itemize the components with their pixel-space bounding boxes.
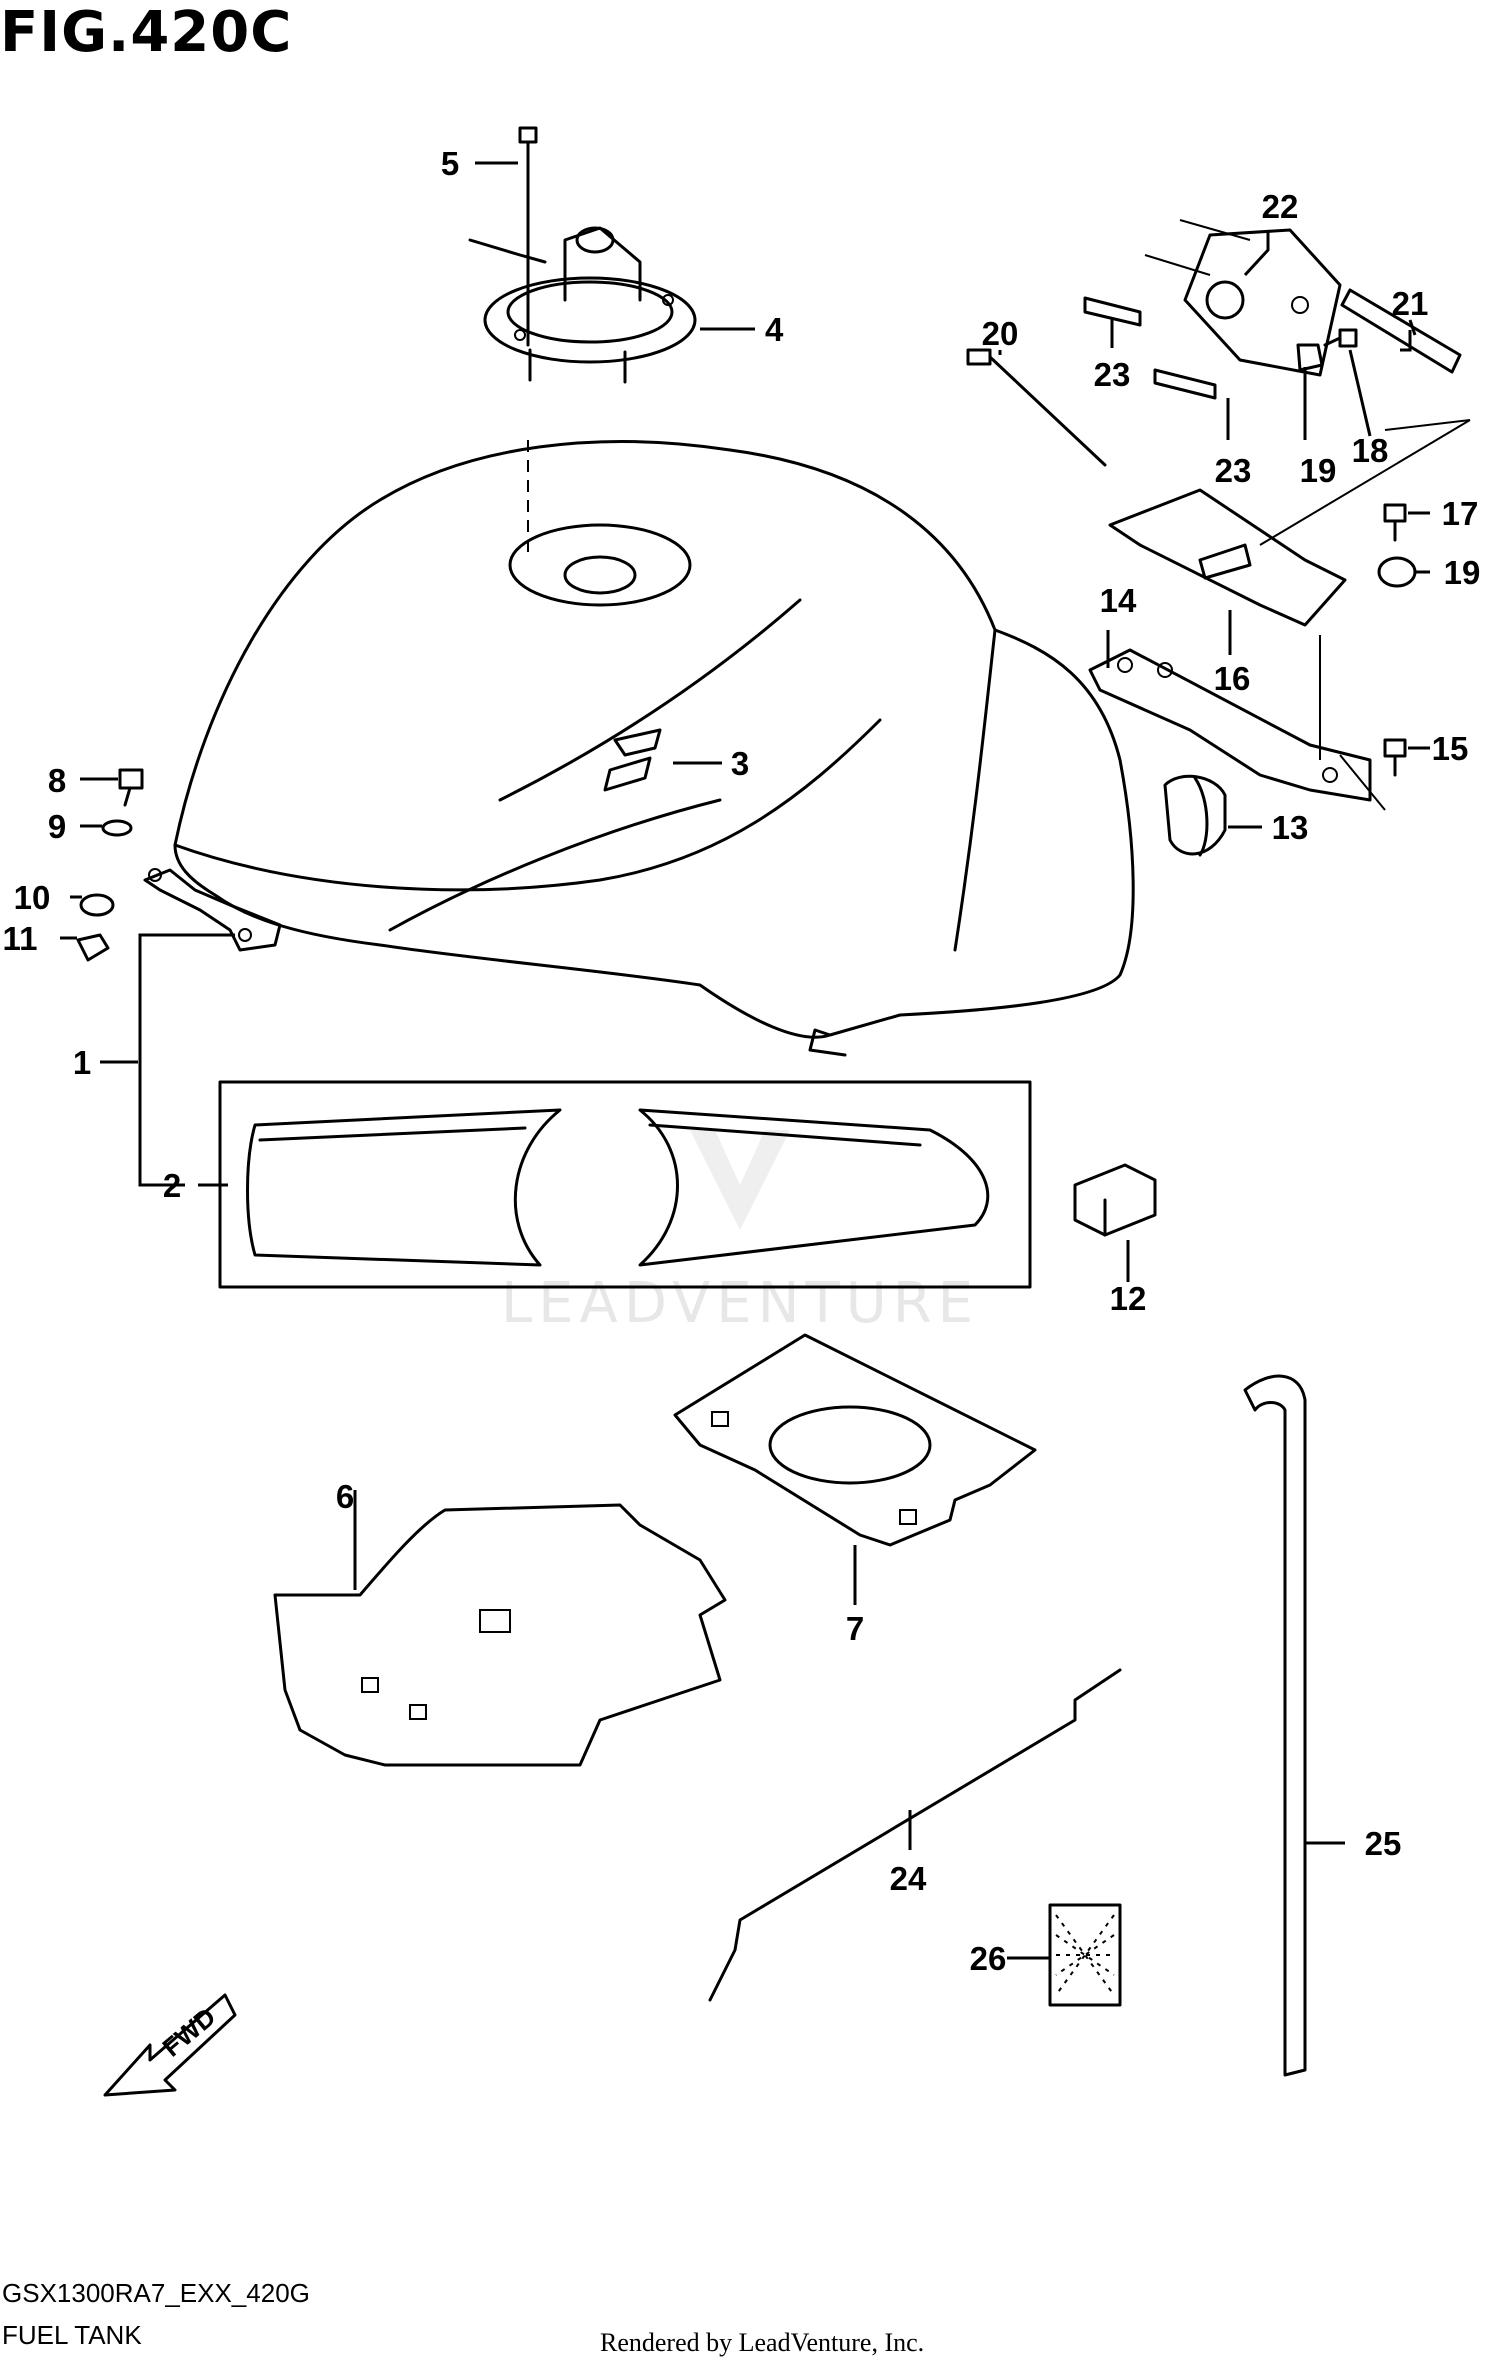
credit-text: Rendered by LeadVenture, Inc. (600, 2328, 925, 2357)
callout-26: 26 (970, 1940, 1007, 1977)
part-23-plates (1083, 296, 1217, 400)
part-19-nut-upper (1296, 343, 1324, 372)
part-25-hose (1243, 1374, 1307, 2077)
callout-21: 21 (1392, 285, 1429, 322)
part-8-bolt (118, 768, 144, 807)
callout-19-lower: 19 (1444, 554, 1481, 591)
part-18-bolt (1323, 328, 1358, 348)
part-5-bolt (518, 126, 538, 347)
callout-19-upper: 19 (1300, 452, 1337, 489)
callout-14: 14 (1100, 582, 1137, 619)
leader-lines (60, 161, 1471, 1960)
callout-16: 16 (1214, 660, 1251, 697)
callout-18: 18 (1352, 432, 1389, 469)
part-10-grommet (79, 893, 115, 917)
callout-11: 11 (3, 920, 38, 957)
part-9-washer (101, 819, 133, 837)
model-code: GSX1300RA7_EXX_420G (2, 2278, 310, 2308)
part-20-long-bolt (966, 348, 1107, 467)
callout-7: 7 (846, 1610, 864, 1647)
callout-12: 12 (1110, 1280, 1147, 1317)
callout-10: 10 (14, 879, 51, 916)
callout-17: 17 (1442, 495, 1479, 532)
fwd-label: FWD (157, 2002, 222, 2063)
part-22-bracket (1183, 228, 1342, 377)
callout-9: 9 (48, 808, 66, 845)
callout-22: 22 (1262, 188, 1299, 225)
part-12-damper (1073, 1163, 1157, 1237)
figure-title: FIG.420C (0, 0, 293, 65)
callout-24: 24 (890, 1860, 927, 1897)
callout-5: 5 (441, 145, 459, 182)
callout-labels: 5 4 3 8 9 10 11 1 2 12 13 14 15 16 17 18… (3, 145, 1481, 1977)
part-19-nut-lower (1377, 556, 1417, 588)
callout-3: 3 (731, 745, 749, 782)
part-4-fuel-cap (468, 226, 697, 384)
callout-25: 25 (1365, 1825, 1402, 1862)
part-11-collar (76, 933, 110, 962)
part-13-rubber (1163, 774, 1227, 857)
part-7-cushion-pad (673, 1333, 1037, 1547)
part-14-bracket (1088, 648, 1372, 802)
part-16-mount-bracket (1108, 488, 1347, 627)
callout-6: 6 (336, 1478, 354, 1515)
callout-2: 2 (163, 1167, 181, 1204)
section-name: FUEL TANK (2, 2320, 142, 2350)
callout-1: 1 (73, 1044, 91, 1081)
watermark-text: LEADVENTURE (501, 1271, 979, 1336)
part-6-heat-shield (273, 1503, 727, 1767)
part-21-pipe (1340, 288, 1462, 374)
part-3-emblem (603, 728, 662, 792)
part-2-decal-set (218, 1080, 1032, 1289)
part-24-rod (708, 1668, 1122, 2002)
callout-23-upper: 23 (1094, 356, 1131, 393)
callout-15: 15 (1432, 730, 1469, 767)
callout-20: 20 (982, 315, 1019, 352)
part-26-label (1048, 1903, 1122, 2007)
callout-8: 8 (48, 762, 66, 799)
part-1-fuel-tank (143, 440, 1135, 1057)
part-17-bolt (1383, 503, 1407, 542)
callout-4: 4 (765, 311, 784, 348)
part-15-bolt (1383, 738, 1407, 777)
callout-13: 13 (1272, 809, 1309, 846)
watermark: LEADVENTURE (501, 1130, 979, 1336)
callout-23-lower: 23 (1215, 452, 1252, 489)
fwd-arrow: FWD (103, 1993, 237, 2097)
